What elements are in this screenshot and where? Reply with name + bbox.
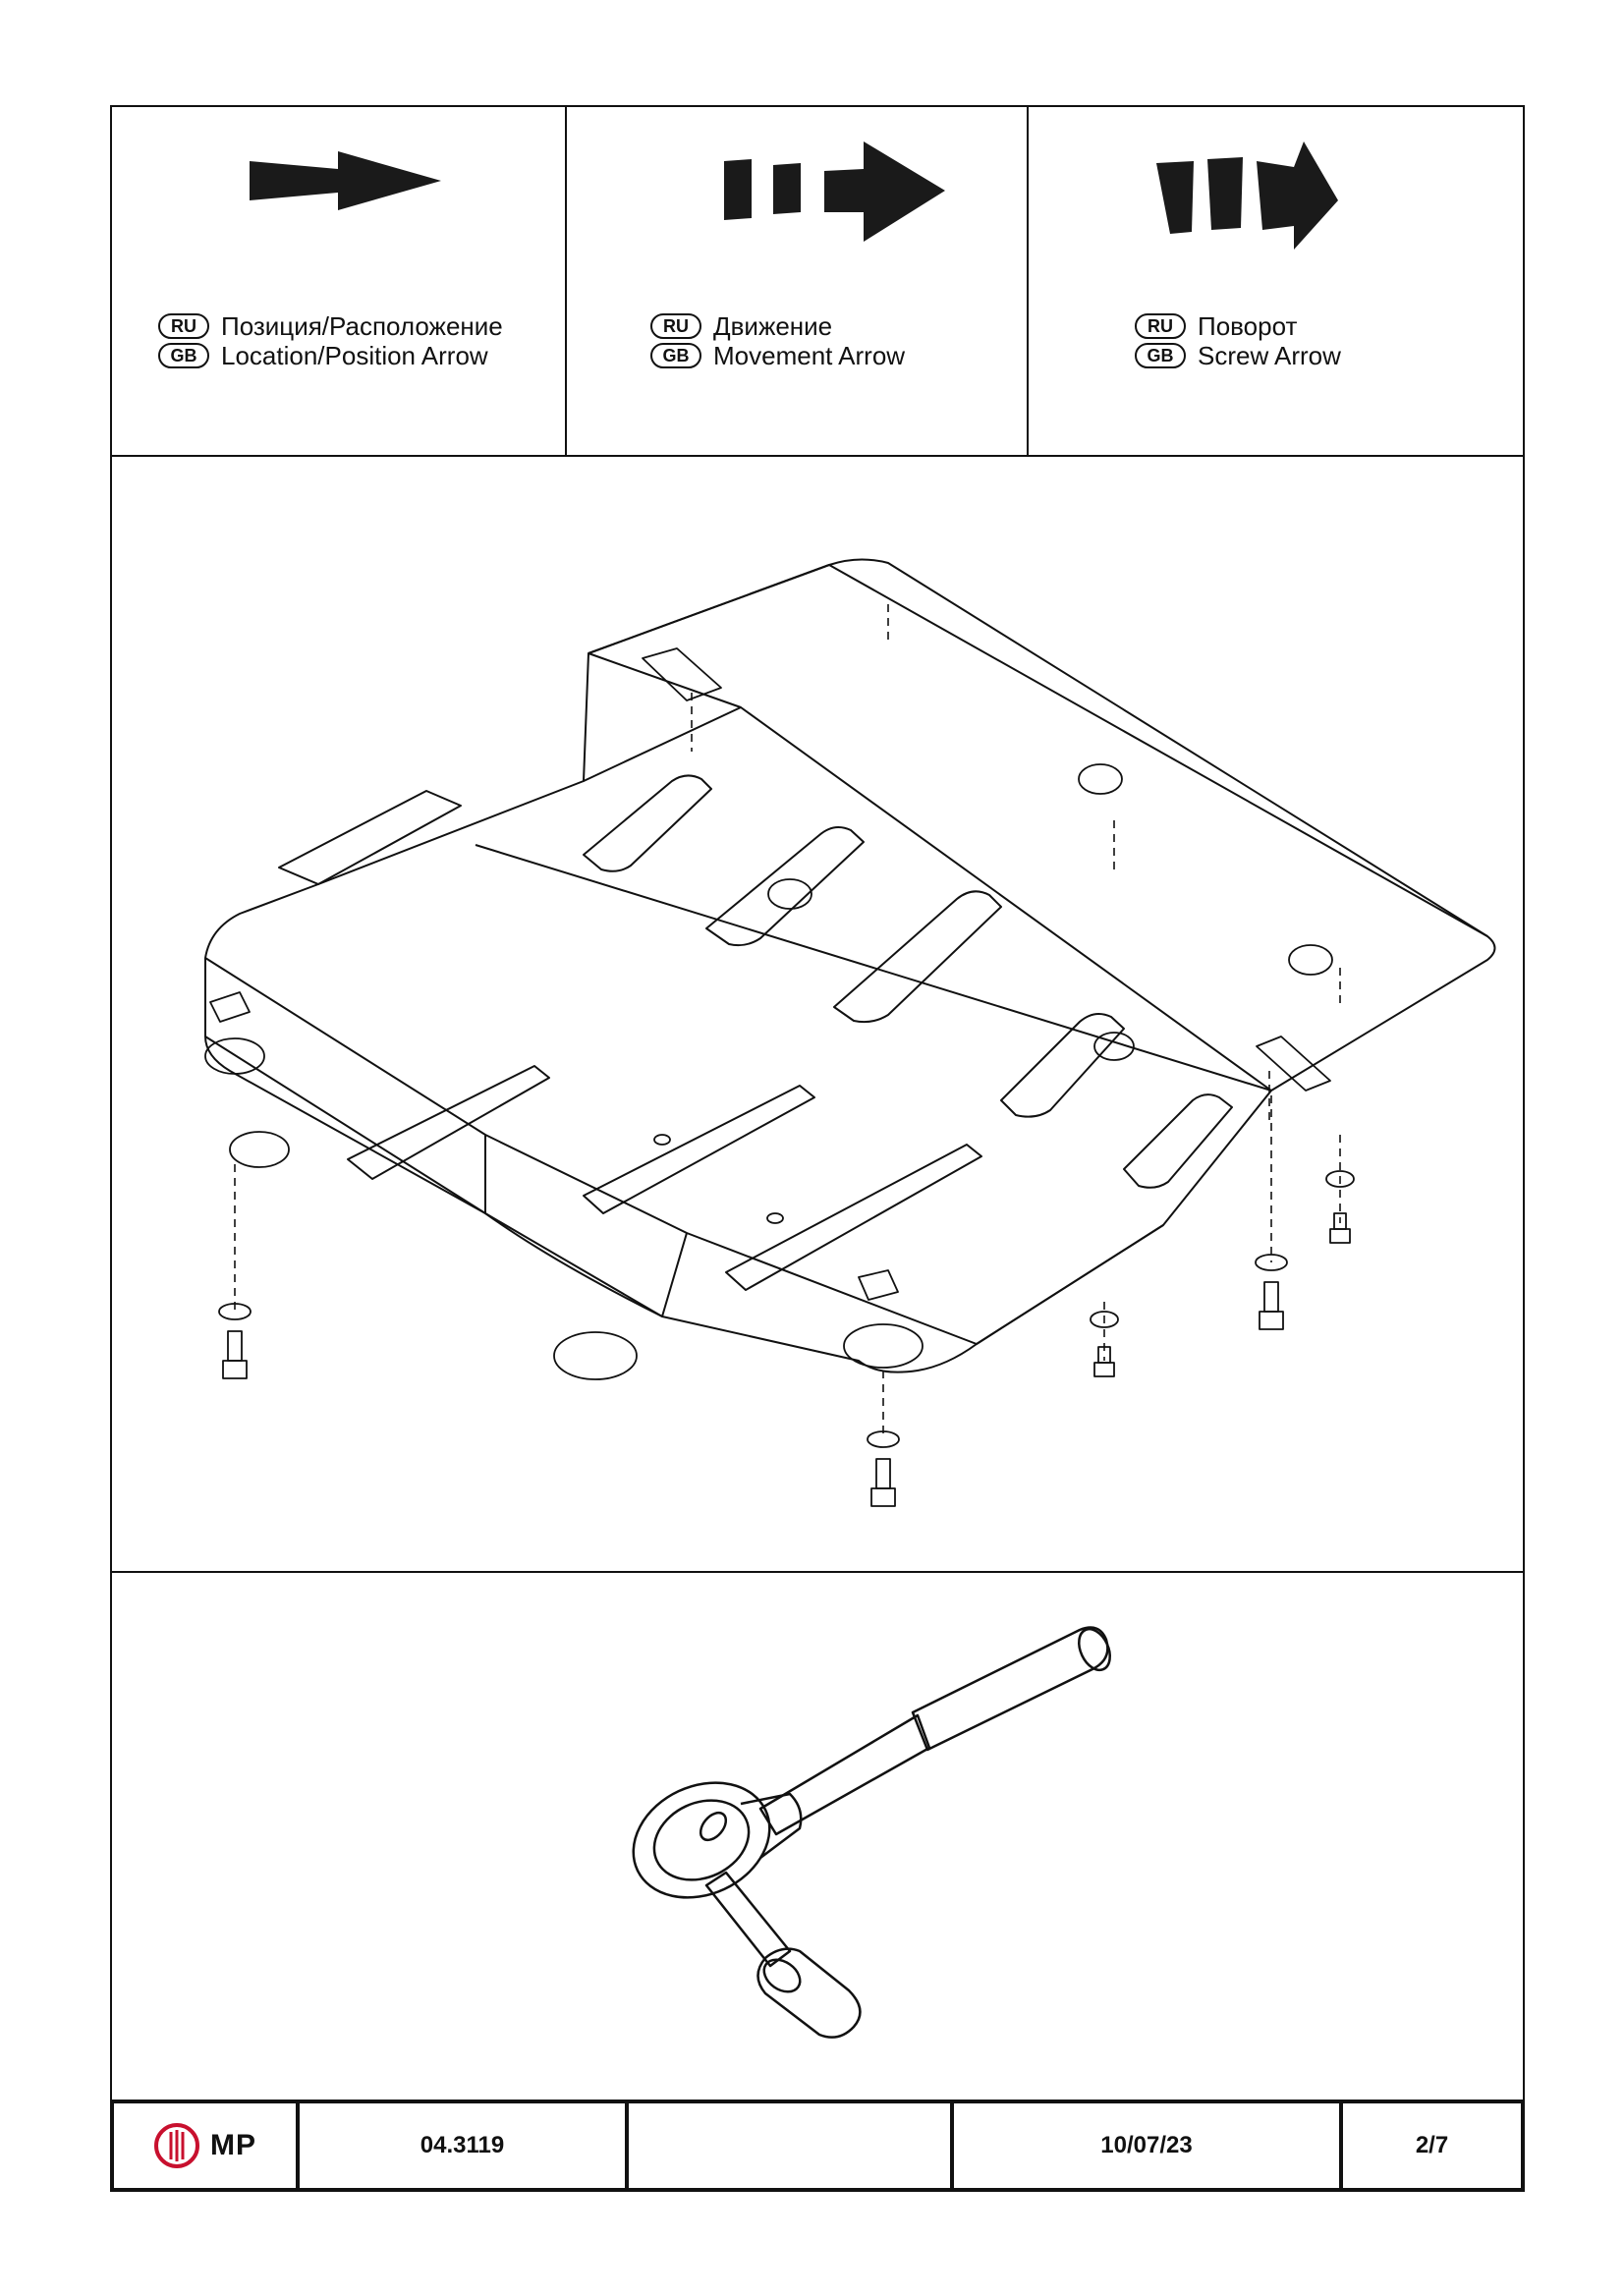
brackets [209, 647, 1331, 1301]
footer-logo-cell: MP [114, 2103, 300, 2188]
legend-cell-screw: RU Поворот GB Screw Arrow [1029, 107, 1523, 455]
ru-badge: RU [158, 313, 209, 339]
rear-panel [588, 564, 1488, 937]
bolts [218, 1170, 1355, 1507]
ratchet-wrench-illustration [632, 1626, 1111, 2039]
instruction-sheet: RU Позиция/Расположение GB Location/Positi… [110, 105, 1525, 2192]
footer-blank-cell [629, 2103, 954, 2188]
document-date: 10/07/23 [954, 2103, 1343, 2188]
stamped-slots [347, 774, 1233, 1291]
location-arrow-icon [250, 151, 441, 210]
left-flange [278, 790, 462, 885]
gb-badge: GB [650, 343, 701, 368]
gb-badge: GB [158, 343, 209, 368]
movement-arrow-icon [724, 141, 945, 242]
mounting-holes [204, 763, 1333, 1380]
ratchet-shaft [758, 1713, 931, 1836]
brand-logo-icon [154, 2123, 199, 2168]
gb-badge: GB [1135, 343, 1186, 368]
legend-movement-text: RU Движение GB Movement Arrow [650, 311, 905, 370]
fastener-lines [234, 604, 1341, 1439]
ru-badge: RU [650, 313, 701, 339]
ru-badge: RU [1135, 313, 1186, 339]
legend-screw-text: RU Поворот GB Screw Arrow [1135, 311, 1341, 370]
brand-logo-text: MP [210, 2129, 256, 2161]
ratchet-handle-grip [911, 1626, 1109, 1752]
plate-outline [204, 558, 1496, 1373]
legend-ru-label: Позиция/Расположение [221, 311, 503, 341]
footer-title-block: MP 04.3119 10/07/23 2/7 [110, 2100, 1525, 2192]
tool-panel [112, 1573, 1523, 2096]
page-number: 2/7 [1415, 2132, 1449, 2158]
legend-gb-label: Location/Position Arrow [221, 341, 488, 370]
legend-location-text: RU Позиция/Расположение GB Location/Positi… [158, 311, 503, 370]
socket [756, 1947, 862, 2039]
legend-gb-label: Movement Arrow [713, 341, 906, 370]
socket-extension [704, 1871, 792, 1968]
screw-arrow-icon [1156, 141, 1338, 250]
skid-plate-illustration [204, 558, 1496, 1507]
arrow-legend-row: RU Позиция/Расположение GB Location/Positi… [112, 107, 1523, 457]
legend-cell-location: RU Позиция/Расположение GB Location/Positi… [112, 107, 567, 455]
legend-cell-movement: RU Движение GB Movement Arrow [567, 107, 1029, 455]
legend-gb-label: Screw Arrow [1198, 341, 1341, 370]
skid-plate-diagram-panel [112, 457, 1523, 1573]
part-number: 04.3119 [300, 2103, 629, 2188]
legend-ru-label: Движение [713, 311, 833, 341]
legend-ru-label: Поворот [1198, 311, 1298, 341]
ratchet-head [632, 1781, 803, 1899]
